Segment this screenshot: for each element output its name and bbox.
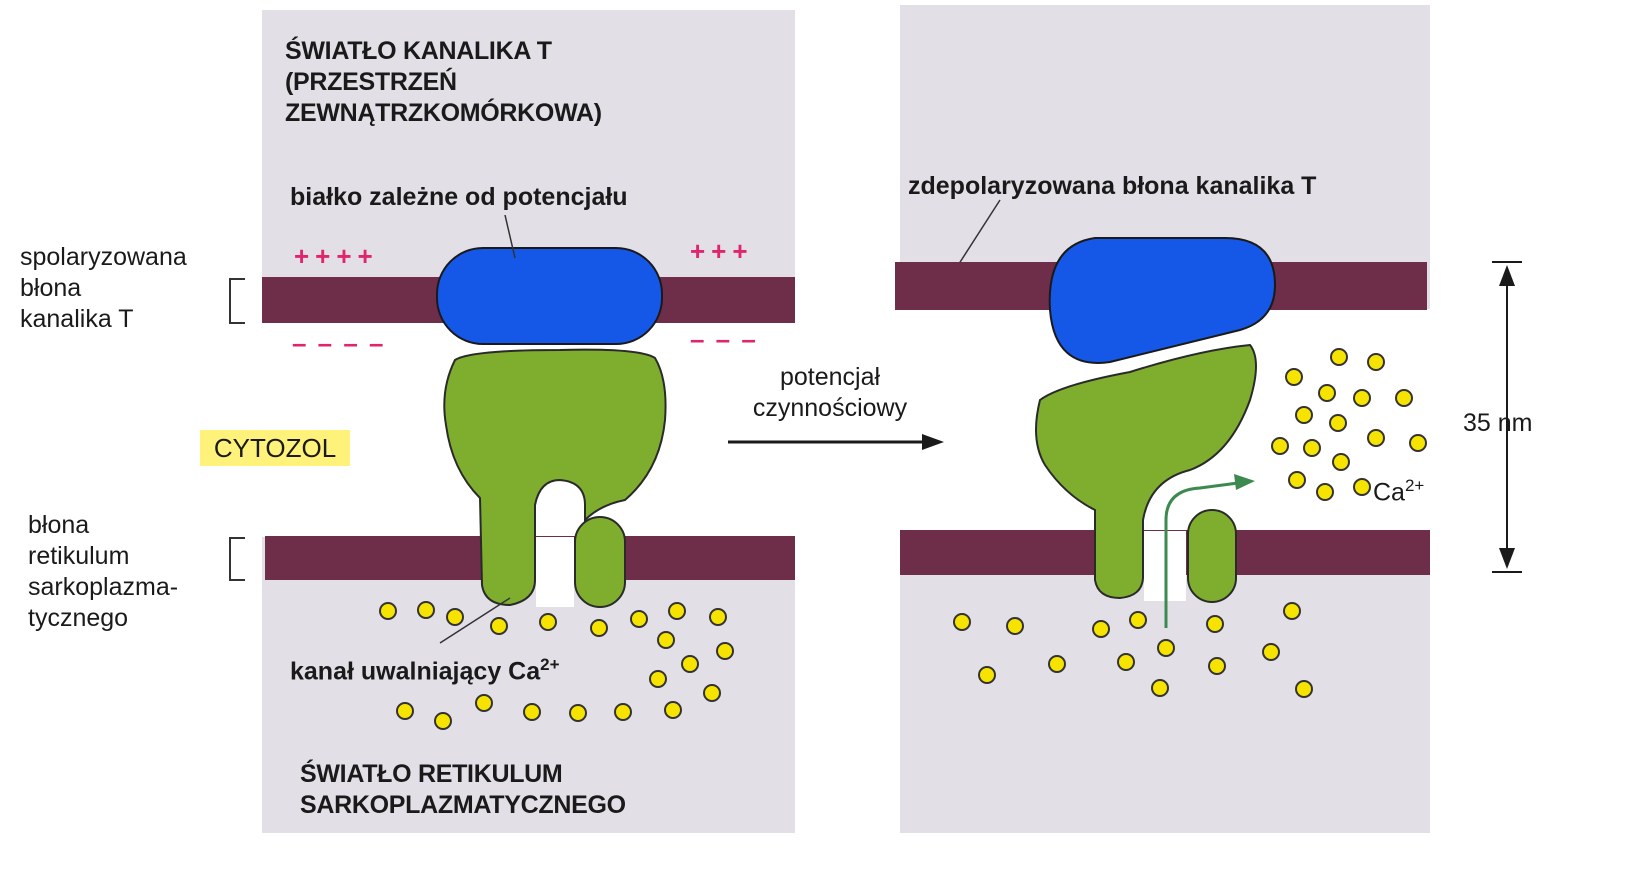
calcium-ion bbox=[1304, 440, 1320, 456]
sr-membrane-label: błona retikulum sarkoplazma- tycznego bbox=[28, 510, 178, 634]
action-potential-label: potencjał czynnościowy bbox=[730, 362, 930, 424]
calcium-ion bbox=[570, 705, 586, 721]
calcium-ion bbox=[1286, 369, 1302, 385]
calcium-ion bbox=[1354, 479, 1370, 495]
calcium-ion bbox=[418, 602, 434, 618]
right-release-channel-stub bbox=[1188, 510, 1236, 602]
t-tubule-lumen-line-2: (PRZESTRZEŃ bbox=[285, 67, 602, 98]
release-channel-sup: 2+ bbox=[540, 655, 559, 674]
calcium-ion bbox=[669, 603, 685, 619]
calcium-ion bbox=[1049, 656, 1065, 672]
sr-bracket bbox=[230, 538, 245, 580]
voltage-protein-label: białko zależne od potencjału bbox=[290, 183, 628, 212]
action-potential-arrow bbox=[728, 434, 944, 450]
action-potential-line-2: czynnościowy bbox=[730, 393, 930, 424]
polarized-line-3: kanalika T bbox=[20, 304, 187, 335]
calcium-ion bbox=[540, 614, 556, 630]
calcium-ion bbox=[979, 667, 995, 683]
calcium-ion bbox=[1207, 616, 1223, 632]
calcium-ion bbox=[380, 603, 396, 619]
calcium-ion bbox=[1272, 438, 1288, 454]
calcium-label: Ca2+ bbox=[1373, 470, 1424, 508]
minus-charges-left: – – – – bbox=[292, 328, 386, 359]
calcium-ion bbox=[658, 632, 674, 648]
minus-charges-right: – – – bbox=[690, 324, 758, 355]
calcium-ion bbox=[1284, 603, 1300, 619]
calcium-ion bbox=[615, 704, 631, 720]
action-potential-line-1: potencjał bbox=[730, 362, 930, 393]
calcium-ion bbox=[1158, 640, 1174, 656]
polarized-membrane-label: spolaryzowana błona kanalika T bbox=[20, 242, 187, 335]
calcium-ion bbox=[1263, 644, 1279, 660]
sr-lumen-line-1: ŚWIATŁO RETIKULUM bbox=[300, 759, 626, 790]
calcium-ion bbox=[717, 643, 733, 659]
calcium-ion bbox=[1368, 354, 1384, 370]
calcium-ion bbox=[491, 618, 507, 634]
calcium-ion bbox=[650, 671, 666, 687]
sr-membrane-line-4: tycznego bbox=[28, 603, 178, 634]
calcium-ion bbox=[476, 695, 492, 711]
calcium-ion bbox=[710, 609, 726, 625]
cytosol-label: CYTOZOL bbox=[200, 430, 350, 466]
sr-lumen-line-2: SARKOPLAZMATYCZNEGO bbox=[300, 790, 626, 821]
right-sr-calcium bbox=[954, 603, 1312, 697]
calcium-ion bbox=[447, 609, 463, 625]
calcium-ion bbox=[1007, 618, 1023, 634]
calcium-sup: 2+ bbox=[1405, 476, 1424, 495]
calcium-ion bbox=[1410, 435, 1426, 451]
sr-lumen-label: ŚWIATŁO RETIKULUM SARKOPLAZMATYCZNEGO bbox=[300, 759, 626, 821]
calcium-ion bbox=[1317, 484, 1333, 500]
calcium-ion bbox=[524, 704, 540, 720]
plus-charges-left: ++++ bbox=[294, 241, 379, 272]
sr-membrane-line-3: sarkoplazma- bbox=[28, 572, 178, 603]
calcium-ion bbox=[1296, 407, 1312, 423]
left-voltage-protein bbox=[437, 248, 662, 344]
calcium-ion bbox=[682, 656, 698, 672]
left-release-channel-stub bbox=[575, 517, 625, 607]
calcium-ion bbox=[397, 703, 413, 719]
plus-charges-right: +++ bbox=[690, 236, 754, 267]
calcium-ion bbox=[1130, 612, 1146, 628]
calcium-ion bbox=[631, 611, 647, 627]
polarized-line-2: błona bbox=[20, 273, 187, 304]
release-channel-label: kanał uwalniający Ca2+ bbox=[290, 655, 560, 686]
polarized-bracket bbox=[230, 279, 245, 323]
calcium-ion bbox=[1152, 680, 1168, 696]
calcium-ion bbox=[1330, 415, 1346, 431]
calcium-ion bbox=[435, 713, 451, 729]
calcium-ion bbox=[704, 685, 720, 701]
right-voltage-protein bbox=[1050, 238, 1275, 363]
calcium-ion bbox=[1093, 621, 1109, 637]
t-tubule-lumen-line-1: ŚWIATŁO KANALIKA T bbox=[285, 36, 602, 67]
scale-label: 35 nm bbox=[1463, 408, 1532, 439]
calcium-ion bbox=[665, 702, 681, 718]
polarized-line-1: spolaryzowana bbox=[20, 242, 187, 273]
sr-membrane-line-1: błona bbox=[28, 510, 178, 541]
release-channel-text: kanał uwalniający Ca bbox=[290, 657, 540, 685]
calcium-ion bbox=[591, 620, 607, 636]
calcium-ion bbox=[1296, 681, 1312, 697]
calcium-ion bbox=[1368, 430, 1384, 446]
calcium-ion bbox=[1209, 658, 1225, 674]
t-tubule-lumen-line-3: ZEWNĄTRZKOMÓRKOWA) bbox=[285, 98, 602, 129]
calcium-ion bbox=[1396, 390, 1412, 406]
t-tubule-lumen-label: ŚWIATŁO KANALIKA T (PRZESTRZEŃ ZEWNĄTRZK… bbox=[285, 36, 602, 129]
calcium-ion bbox=[1333, 454, 1349, 470]
calcium-ion bbox=[1118, 654, 1134, 670]
depolarized-membrane-label: zdepolaryzowana błona kanalika T bbox=[908, 172, 1316, 201]
calcium-ion bbox=[1354, 390, 1370, 406]
calcium-ion bbox=[1319, 385, 1335, 401]
calcium-text: Ca bbox=[1373, 478, 1405, 506]
sr-membrane-line-2: retikulum bbox=[28, 541, 178, 572]
calcium-ion bbox=[1289, 472, 1305, 488]
depolarized-pointer bbox=[955, 200, 1000, 270]
calcium-ion bbox=[954, 614, 970, 630]
calcium-ion bbox=[1331, 349, 1347, 365]
